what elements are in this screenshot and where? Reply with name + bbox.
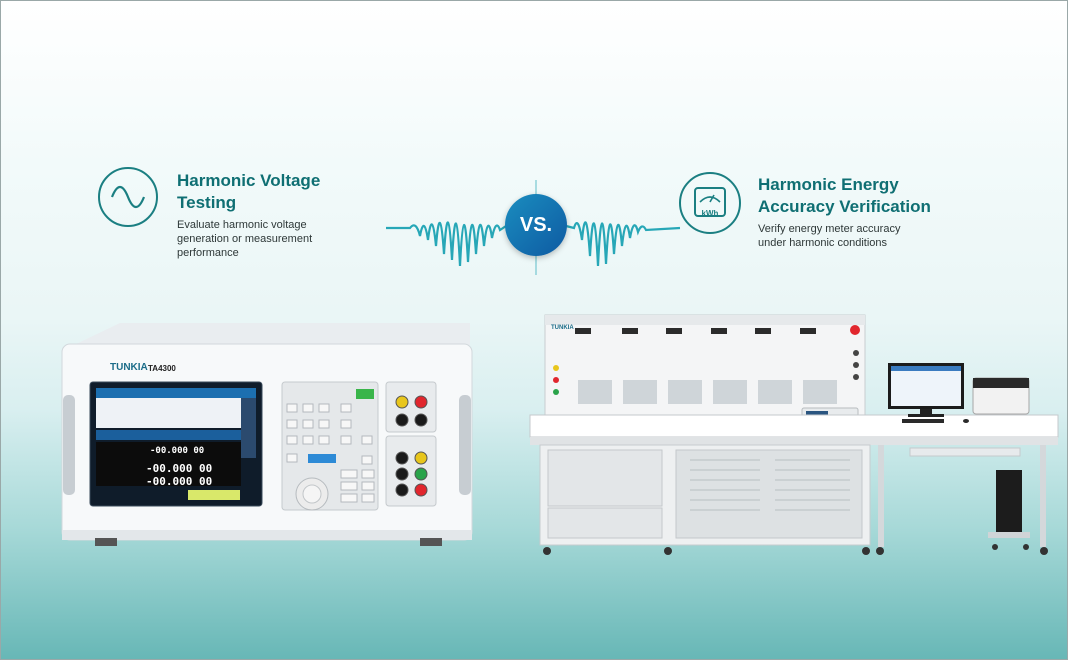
sine-wave-icon [98, 167, 158, 227]
screen-value-3: -00.000 00 [146, 475, 213, 488]
instrument-brand: TUNKIA [110, 362, 148, 373]
right-panel-title: Harmonic Energy Accuracy Verification [758, 175, 931, 216]
waveform-right [565, 221, 681, 267]
screen-value-1: -00.000 00 [150, 446, 205, 456]
right-panel-description: Verify energy meter accuracy under harmo… [758, 223, 901, 249]
screen-value-2: -00.000 00 [146, 462, 213, 475]
waveform-left [386, 221, 507, 267]
ta4300-instrument [61, 323, 473, 546]
meter-test-bench [529, 314, 1059, 555]
energy-meter-icon: kWh [679, 172, 741, 234]
vs-badge: VS. [505, 194, 567, 256]
left-panel-description: Evaluate harmonic voltage generation or … [177, 219, 313, 259]
energy-meter-icon-text: kWh [701, 209, 719, 218]
instrument-model: TA4300 [148, 364, 176, 373]
bench-brand: TUNKIA [551, 325, 574, 331]
left-panel-title: Harmonic Voltage Testing [177, 171, 321, 212]
